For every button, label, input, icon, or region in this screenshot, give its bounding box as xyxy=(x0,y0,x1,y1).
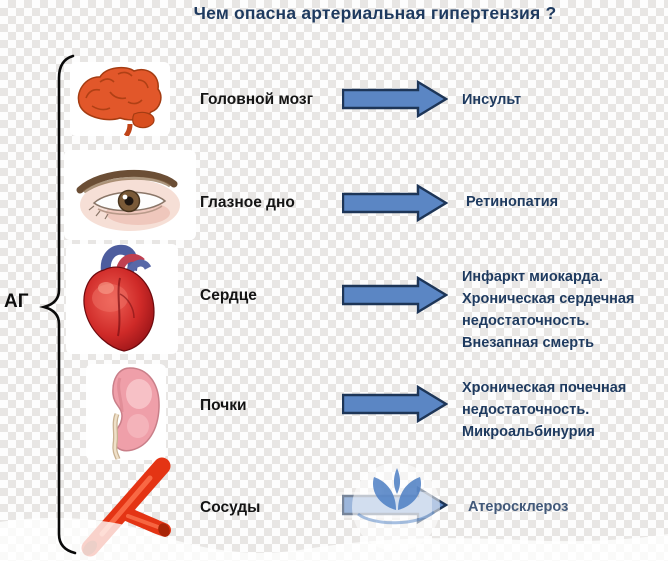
eye-image-cell xyxy=(64,150,196,240)
arrow-right-icon-4 xyxy=(342,385,448,423)
organ-label-heart: Сердце xyxy=(200,287,257,304)
organ-label-kidneys: Почки xyxy=(200,397,247,414)
kidney-image-cell xyxy=(86,364,166,460)
consequence-heart: Инфаркт миокарда. Хроническая сердечная … xyxy=(462,269,635,351)
heart-icon xyxy=(83,244,155,352)
arrow-right-icon-3 xyxy=(342,276,448,314)
vessel-icon xyxy=(81,457,171,557)
hypertension-abbrev-label: АГ xyxy=(4,291,29,312)
curly-brace-icon xyxy=(38,54,77,555)
brain-icon xyxy=(77,66,162,136)
organ-label-eye: Глазное дно xyxy=(200,194,295,211)
eye-icon xyxy=(76,169,180,231)
page-title: Чем опасна артериальная гипертензия ? xyxy=(193,3,557,23)
vessel-image-cell xyxy=(72,456,184,558)
arrow-right-icon-2 xyxy=(342,184,448,222)
organ-label-brain: Головной мозг xyxy=(200,91,314,108)
consequence-kidney: Хроническая почечная недостаточность. Ми… xyxy=(462,380,627,440)
consequence-retinopathy: Ретинопатия xyxy=(466,194,559,210)
kidney-icon xyxy=(112,367,160,460)
consequence-atherosclerosis: Атеросклероз xyxy=(468,499,569,515)
consequence-stroke: Инсульт xyxy=(462,92,522,108)
brain-image-cell xyxy=(70,62,170,136)
arrow-right-icon-1 xyxy=(342,80,448,118)
organ-label-vessels: Сосуды xyxy=(200,499,261,516)
arrow-right-icon-5 xyxy=(342,486,448,524)
heart-image-cell xyxy=(66,244,178,354)
